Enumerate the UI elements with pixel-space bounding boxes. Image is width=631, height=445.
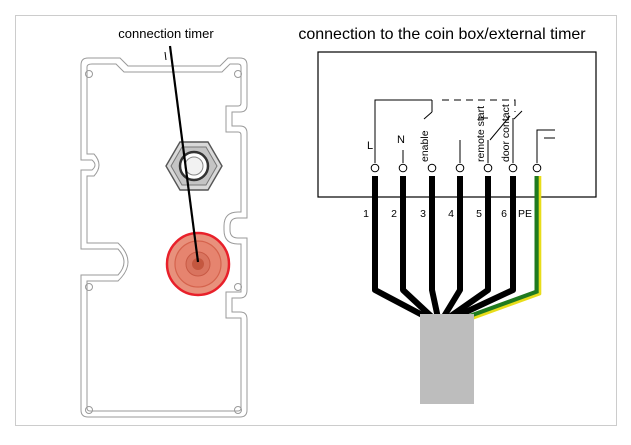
label-L: L xyxy=(367,140,373,152)
cable-gland xyxy=(165,141,223,191)
title-coin-box-connection: connection to the coin box/external time… xyxy=(298,26,586,43)
device-back-plate xyxy=(80,57,248,418)
terminal-contacts xyxy=(370,163,542,173)
dashed-switch-link xyxy=(442,99,516,112)
terminal-number-4: 4 xyxy=(448,208,454,220)
terminal-number-1: 1 xyxy=(363,208,369,220)
terminal-number-6: 6 xyxy=(501,208,507,220)
label-enable: enable xyxy=(419,130,431,162)
terminal-number-5: 5 xyxy=(476,208,482,220)
leader-tick xyxy=(164,51,167,61)
connection-timer-highlight xyxy=(165,231,231,297)
title-connection-timer: connection timer xyxy=(118,26,214,41)
terminal-number-pe: PE xyxy=(518,208,532,220)
cable-wires xyxy=(372,176,516,321)
cable-sheath xyxy=(420,314,474,404)
label-door-contact: door contact xyxy=(500,104,512,162)
label-N: N xyxy=(397,134,405,146)
coin-box-enclosure xyxy=(317,51,597,198)
terminal-number-3: 3 xyxy=(420,208,426,220)
terminal-number-2: 2 xyxy=(391,208,397,220)
plate-holes xyxy=(85,70,242,414)
terminal-numbers: 1 2 3 4 5 6 PE xyxy=(363,208,532,220)
internal-wiring xyxy=(374,99,555,163)
earth-wire-green xyxy=(459,176,540,323)
earth-wire-yellow xyxy=(462,176,542,324)
label-remote-start: remote start xyxy=(475,106,487,162)
leader-line xyxy=(168,45,200,263)
